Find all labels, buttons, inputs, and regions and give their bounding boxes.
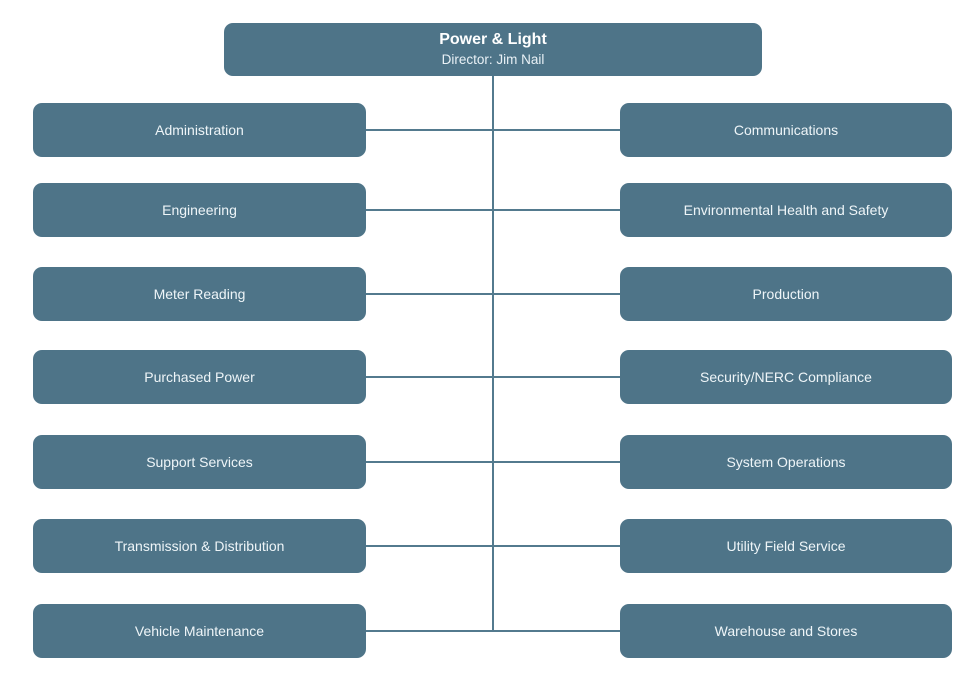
dept-node-engineering: Engineering — [33, 183, 366, 237]
dept-label: Purchased Power — [144, 369, 255, 385]
connector-vertical-spine — [492, 76, 494, 631]
dept-node-utility-field-service: Utility Field Service — [620, 519, 952, 573]
dept-label: Production — [752, 286, 820, 302]
connector-horizontal — [366, 293, 620, 295]
dept-label: Support Services — [146, 454, 253, 470]
dept-label: Administration — [155, 122, 244, 138]
dept-node-meter-reading: Meter Reading — [33, 267, 366, 321]
connector-horizontal — [366, 376, 620, 378]
dept-label: System Operations — [726, 454, 846, 470]
dept-label: Environmental Health and Safety — [683, 202, 889, 218]
connector-horizontal — [366, 209, 620, 211]
root-node: Power & Light Director: Jim Nail — [224, 23, 762, 76]
connector-horizontal — [366, 461, 620, 463]
dept-node-warehouse-and-stores: Warehouse and Stores — [620, 604, 952, 658]
dept-label: Warehouse and Stores — [714, 623, 858, 639]
dept-label: Utility Field Service — [726, 538, 846, 554]
connector-horizontal — [366, 545, 620, 547]
dept-label: Engineering — [162, 202, 237, 218]
dept-label: Vehicle Maintenance — [134, 623, 265, 639]
dept-node-production: Production — [620, 267, 952, 321]
dept-node-security-nerc-compliance: Security/NERC Compliance — [620, 350, 952, 404]
dept-label: Meter Reading — [153, 286, 246, 302]
root-subtitle: Director: Jim Nail — [441, 52, 545, 68]
dept-node-vehicle-maintenance: Vehicle Maintenance — [33, 604, 366, 658]
root-title: Power & Light — [439, 31, 547, 49]
dept-node-administration: Administration — [33, 103, 366, 157]
dept-node-environmental-health-and-safety: Environmental Health and Safety — [620, 183, 952, 237]
dept-label: Communications — [733, 122, 839, 138]
connector-horizontal — [366, 630, 620, 632]
dept-label: Security/NERC Compliance — [700, 369, 872, 385]
dept-node-purchased-power: Purchased Power — [33, 350, 366, 404]
connector-horizontal — [366, 129, 620, 131]
dept-node-communications: Communications — [620, 103, 952, 157]
dept-node-system-operations: System Operations — [620, 435, 952, 489]
dept-node-support-services: Support Services — [33, 435, 366, 489]
dept-label: Transmission & Distribution — [114, 538, 285, 554]
dept-node-transmission-distribution: Transmission & Distribution — [33, 519, 366, 573]
